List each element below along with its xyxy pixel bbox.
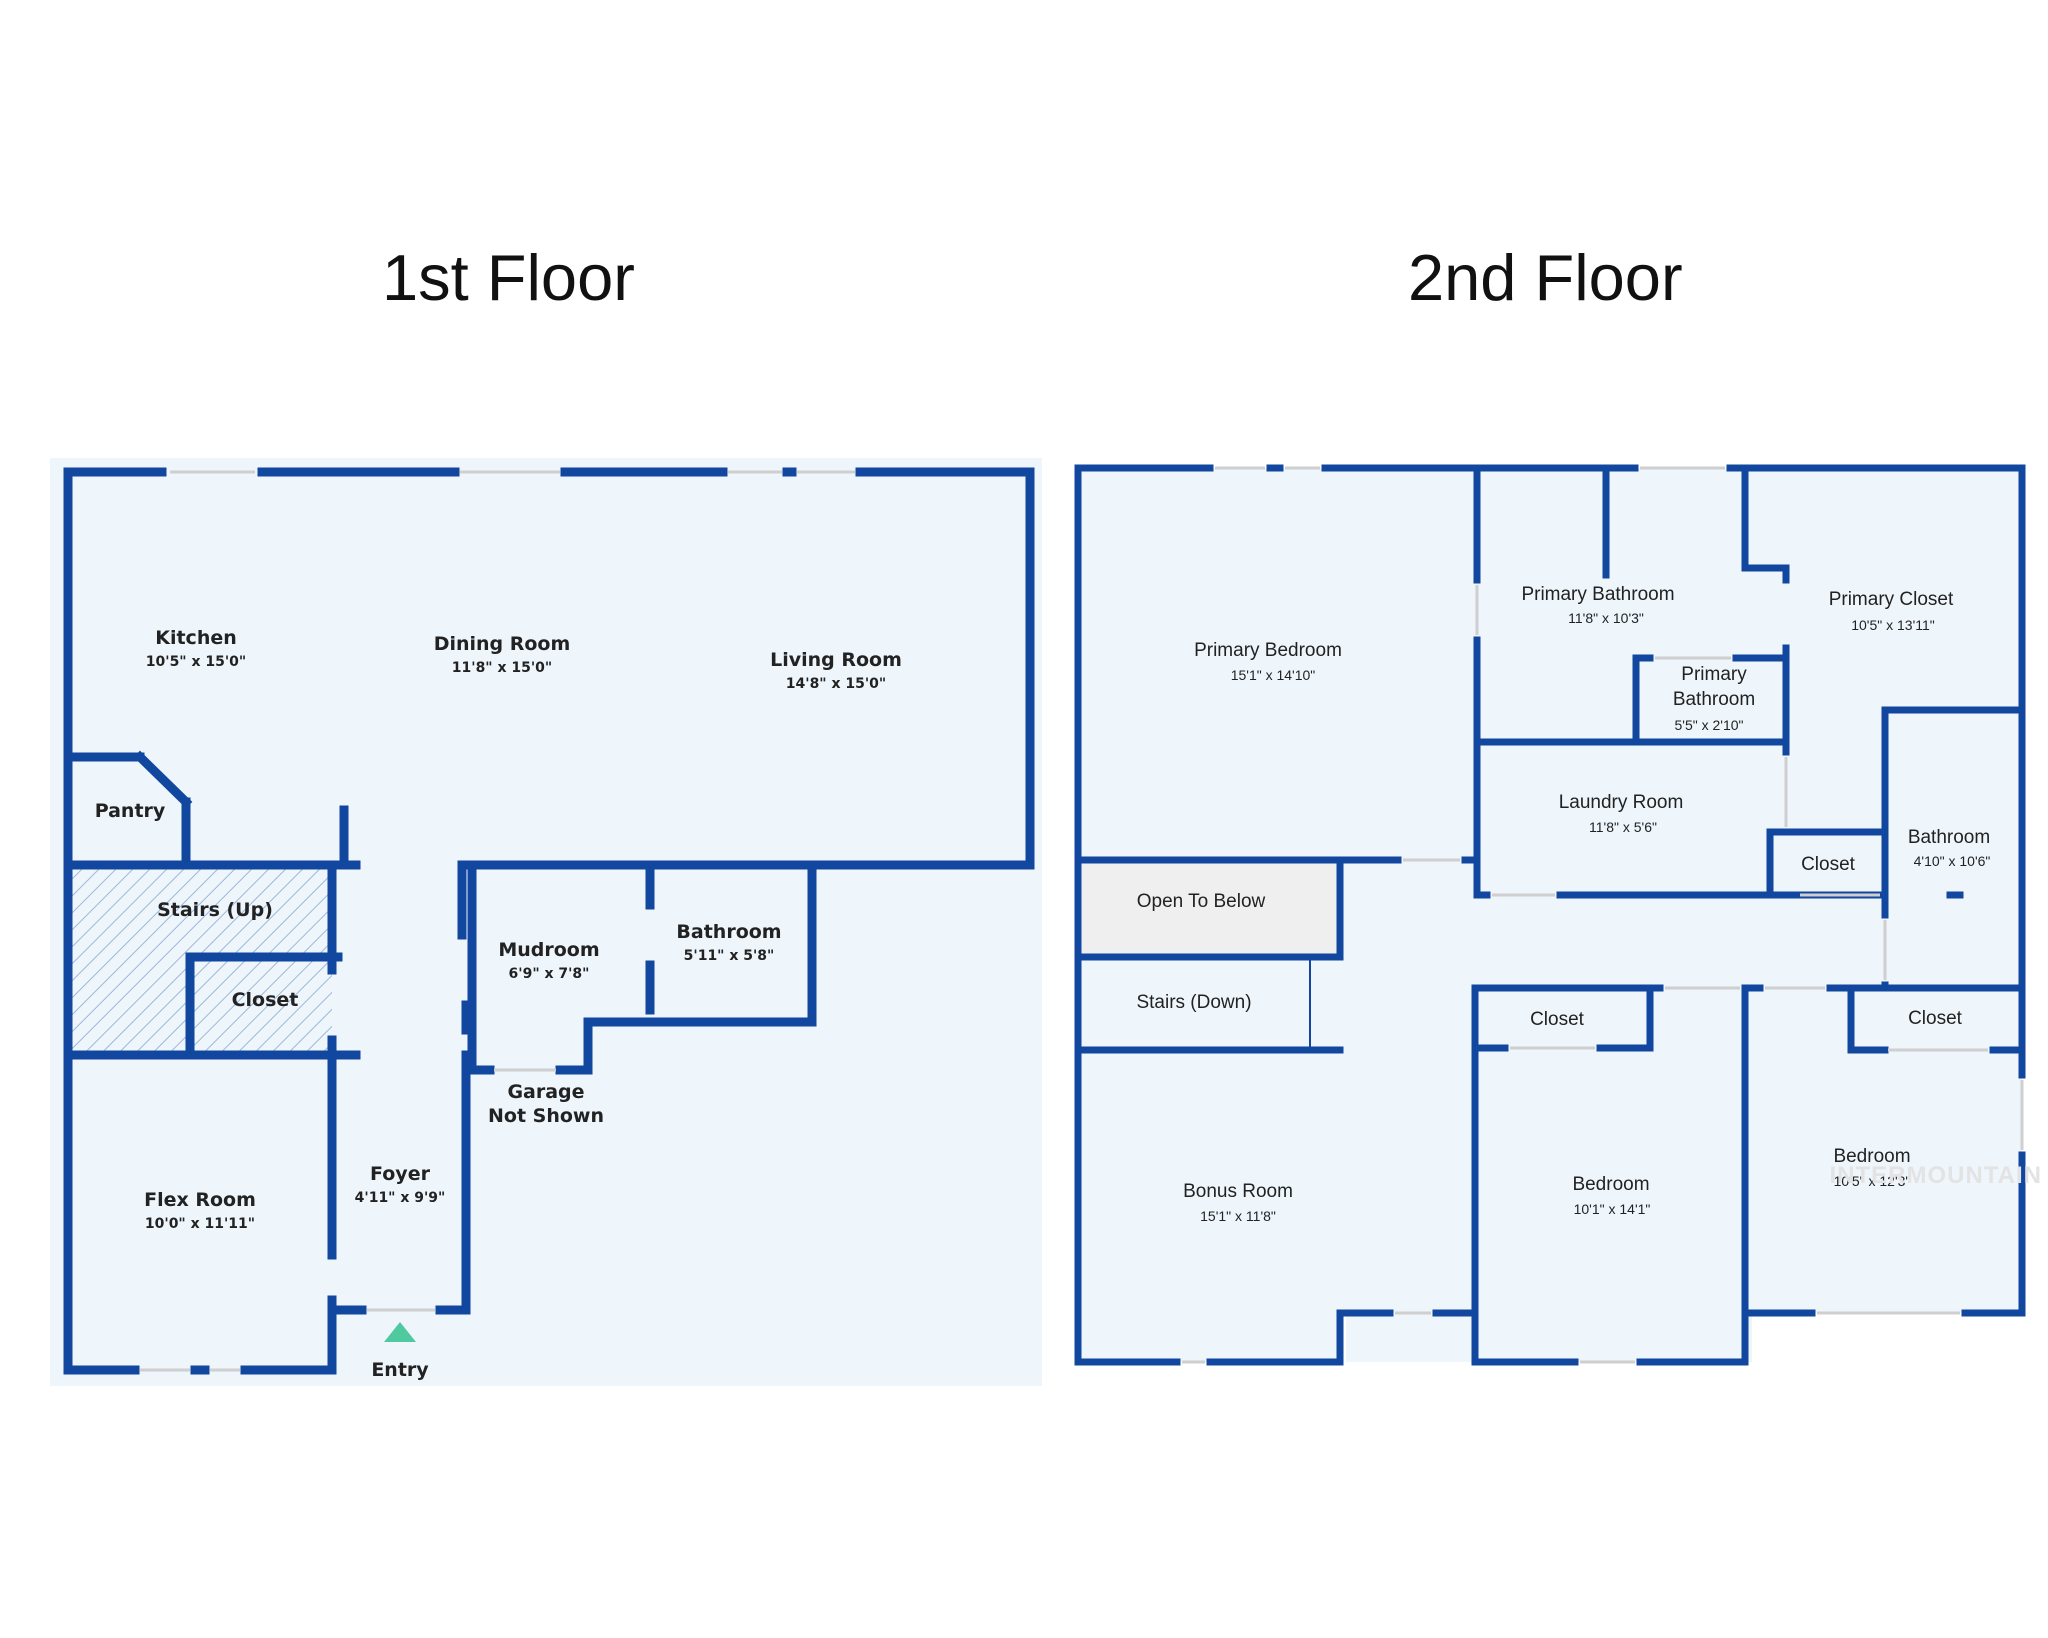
- entry-marker-icon: [384, 1322, 416, 1342]
- right-bedroom-label: Bedroom: [1833, 1146, 1910, 1167]
- flex-room-dims: 10'0" x 11'11": [145, 1216, 255, 1232]
- bathroom-dims: 5'11" x 5'8": [684, 948, 775, 964]
- laundry-room-label: Laundry Room: [1559, 792, 1684, 813]
- entry-label: Entry: [371, 1359, 429, 1381]
- flex-room-label: Flex Room: [144, 1189, 256, 1211]
- open-to-below-area: [1082, 861, 1340, 956]
- right-closet-label: Closet: [1908, 1008, 1963, 1029]
- primary-bedroom-label: Primary Bedroom: [1194, 640, 1342, 661]
- primary-closet-dims: 10'5" x 13'11": [1851, 617, 1935, 633]
- kitchen-label: Kitchen: [155, 627, 237, 649]
- middle-bedroom-label: Bedroom: [1572, 1174, 1649, 1195]
- dining-room-label: Dining Room: [434, 633, 571, 655]
- first-floor-windows: [140, 470, 855, 1372]
- kitchen-dims: 10'5" x 15'0": [146, 654, 246, 670]
- stairs-up-label: Stairs (Up): [157, 899, 273, 921]
- primary-bathroom-small-dims: 5'5" x 2'10": [1675, 717, 1744, 733]
- bathroom-label: Bathroom: [1908, 827, 1990, 848]
- bonus-room-label: Bonus Room: [1183, 1181, 1293, 1202]
- bathroom-dims: 4'10" x 10'6": [1914, 853, 1991, 869]
- stairs-down-label: Stairs (Down): [1136, 992, 1251, 1013]
- second-floor-title: 2nd Floor: [1408, 241, 1683, 314]
- first-floor-walls: [63, 467, 1035, 1375]
- laundry-room-dims: 11'8" x 5'6": [1589, 819, 1657, 835]
- pantry-label: Pantry: [95, 800, 166, 822]
- dining-room-dims: 11'8" x 15'0": [452, 660, 552, 676]
- living-room-dims: 14'8" x 15'0": [786, 676, 886, 692]
- first-floor-plan: Kitchen 10'5" x 15'0" Dining Room 11'8" …: [50, 458, 1042, 1386]
- second-floor-windows: [1182, 466, 2024, 1364]
- primary-bathroom-small-line2: Bathroom: [1673, 689, 1755, 710]
- bathroom-label: Bathroom: [676, 921, 781, 943]
- middle-bedroom-dims: 10'1" x 14'1": [1574, 1201, 1651, 1217]
- primary-closet-label: Primary Closet: [1829, 589, 1954, 610]
- closet-label: Closet: [232, 989, 299, 1011]
- mudroom-dims: 6'9" x 7'8": [509, 966, 590, 982]
- foyer-dims: 4'11" x 9'9": [355, 1190, 446, 1206]
- first-floor-title: 1st Floor: [382, 241, 635, 314]
- primary-bedroom-dims: 15'1" x 14'10": [1231, 667, 1316, 683]
- second-floor-plan: Primary Bedroom 15'1" x 14'10" Primary B…: [1074, 464, 2026, 1366]
- right-bedroom-dims: 10'5" x 12'3": [1834, 1173, 1911, 1189]
- laundry-closet-label: Closet: [1801, 854, 1856, 875]
- second-floor-walls: [1074, 464, 2026, 1366]
- bonus-room-dims: 15'1" x 11'8": [1200, 1208, 1276, 1224]
- living-room-label: Living Room: [770, 649, 902, 671]
- primary-bathroom-label: Primary Bathroom: [1521, 584, 1674, 605]
- watermark-logo: INTERMOUNTAIN: [1829, 1162, 2042, 1189]
- garage-label-line1: Garage: [507, 1081, 584, 1103]
- primary-bathroom-dims: 11'8" x 10'3": [1568, 610, 1644, 626]
- open-to-below-label: Open To Below: [1137, 891, 1266, 912]
- primary-bathroom-small-line1: Primary: [1681, 664, 1747, 685]
- middle-closet-label: Closet: [1530, 1009, 1585, 1030]
- garage-label-line2: Not Shown: [488, 1105, 604, 1127]
- foyer-label: Foyer: [370, 1163, 431, 1185]
- mudroom-label: Mudroom: [498, 939, 599, 961]
